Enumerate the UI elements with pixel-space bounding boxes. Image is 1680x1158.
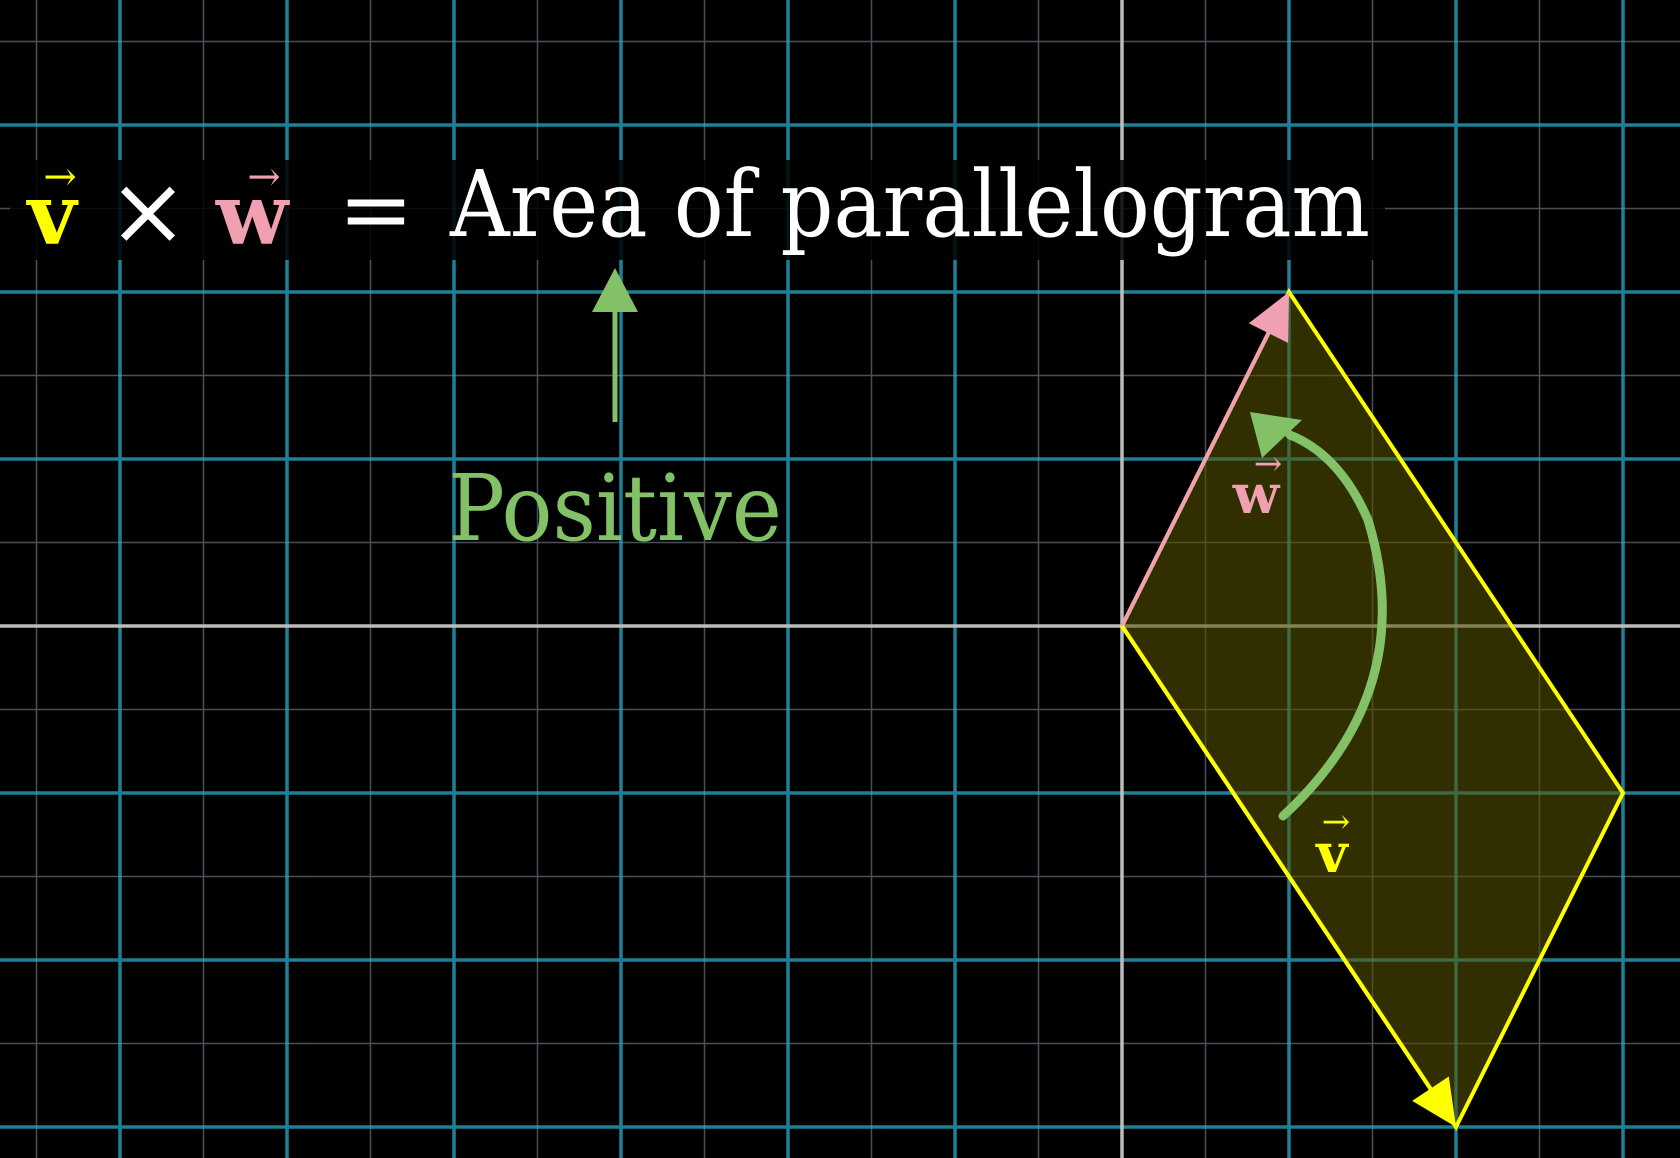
v-label-letter: v — [1315, 821, 1349, 885]
positive-arrow-head — [592, 268, 638, 312]
v-vector-arrow-shaft — [1120, 624, 1433, 1090]
equation-w-arrow-accent: → — [247, 154, 281, 200]
equation-backdrop — [10, 160, 1385, 260]
v-vector-arrow-head — [1412, 1076, 1456, 1127]
rotation-arc-arrow-head — [1250, 412, 1302, 458]
w-label-letter: w — [1232, 462, 1281, 526]
equation-times-symbol: × — [108, 155, 188, 267]
equation-w-symbol: w — [215, 165, 290, 264]
parallelogram-figure: → w → v — [1119, 288, 1626, 1131]
equation-equals-symbol: = — [338, 157, 413, 262]
equation-v-symbol: v — [26, 165, 79, 264]
v-vector-label: → v — [1315, 802, 1350, 885]
equation-v-arrow-accent: → — [43, 154, 77, 200]
equation-rhs-text: Area of parallelogram — [449, 151, 1370, 258]
w-vector-label: → w — [1232, 444, 1283, 526]
w-vector-arrow-shaft — [1120, 332, 1271, 627]
w-vector-arrow-head — [1248, 292, 1289, 343]
rotation-arc-arrow — [1278, 430, 1387, 821]
w-label-arrow-accent: → — [1254, 444, 1283, 484]
v-label-arrow-accent: → — [1322, 802, 1351, 842]
positive-annotation: Positive — [448, 268, 782, 562]
positive-label: Positive — [448, 455, 782, 562]
equation: → v × → w = Area of parallelogram — [10, 151, 1385, 267]
